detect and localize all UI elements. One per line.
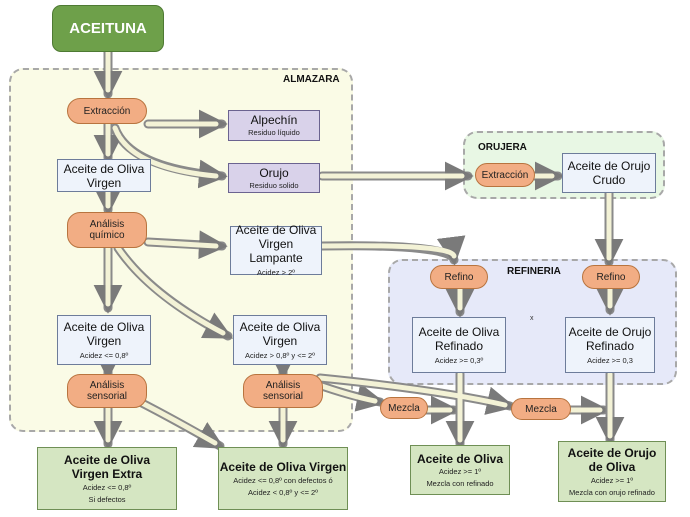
virgen-product-title: Aceite de Oliva Virgen (219, 459, 347, 474)
alpechin-box: Alpechín Residuo líquido (228, 110, 320, 141)
almazara-label: ALMAZARA (283, 74, 340, 85)
aceite-oliva-virgen-title: Aceite de Oliva Virgen (63, 161, 145, 190)
virgen-box-1: Aceite de Oliva Virgen Acidez <= 0,8º (57, 315, 151, 365)
orujo-crudo-box: Aceite de Orujo Crudo (562, 153, 656, 193)
virgen-extra-sub2: Si defectos (88, 494, 126, 504)
refineria-label: REFINERIA (507, 266, 561, 277)
virgen-extra-product: Aceite de Oliva Virgen Extra Acidez <= 0… (37, 447, 177, 510)
virgen-product-sub1: Acidez <= 0,8º con defectos ó (233, 475, 333, 485)
extraccion-process: Extracción (67, 98, 147, 124)
orujo-title: Orujo (259, 165, 289, 180)
orujo-oliva-title: Aceite de Orujo de Oliva (567, 445, 657, 474)
aceituna-header: ACEITUNA (52, 5, 164, 52)
virgen-2-sub: Acidez > 0,8º y <= 2º (245, 350, 315, 360)
analisis-sensorial-process-2: Análisis sensorial (243, 374, 323, 408)
refino-process-1: Refino (430, 265, 488, 289)
extraccion-orujera-process: Extracción (475, 163, 535, 187)
oliva-refinado-sub: Acidez >= 0,3º (434, 355, 484, 365)
aceite-oliva-title: Aceite de Oliva (416, 451, 504, 466)
virgen-2-title: Aceite de Oliva Virgen (239, 319, 321, 348)
virgen-1-sub: Acidez <= 0,8º (79, 350, 129, 360)
lampante-title: Aceite de Oliva Virgen Lampante (235, 223, 317, 265)
mezcla-process-2: Mezcla (511, 398, 571, 420)
alpechin-title: Alpechín (250, 113, 298, 127)
orujo-oliva-sub1: Acidez >= 1º (590, 475, 634, 485)
orujo-refinado-title: Aceite de Orujo Refinado (568, 324, 652, 353)
analisis-sensorial-process-1: Análisis sensorial (67, 374, 147, 408)
aceite-oliva-virgen-box: Aceite de Oliva Virgen (57, 159, 151, 192)
virgen-product: Aceite de Oliva Virgen Acidez <= 0,8º co… (218, 447, 348, 510)
orujo-oliva-product: Aceite de Orujo de Oliva Acidez >= 1º Me… (558, 441, 666, 502)
lampante-box: Aceite de Oliva Virgen Lampante Acidez >… (230, 223, 322, 277)
orujo-box: Orujo Residuo solido (228, 163, 320, 193)
virgen-extra-title: Aceite de Oliva Virgen Extra (63, 452, 151, 481)
orujo-crudo-title: Aceite de Orujo Crudo (567, 159, 651, 187)
oliva-refinado-box: Aceite de Oliva Refinado Acidez >= 0,3º (412, 317, 506, 373)
virgen-1-title: Aceite de Oliva Virgen (63, 319, 145, 348)
aceite-oliva-sub2: Mezcla con refinado (426, 478, 494, 488)
virgen-product-sub2: Acidez < 0,8º y <= 2º (248, 487, 318, 497)
orujo-refinado-box: Aceite de Orujo Refinado Acidez >= 0,3 (565, 317, 655, 373)
orujo-sub: Residuo solido (249, 180, 299, 190)
aceite-oliva-product: Aceite de Oliva Acidez >= 1º Mezcla con … (410, 445, 510, 495)
oliva-refinado-title: Aceite de Oliva Refinado (418, 324, 500, 353)
stray-mark: x (530, 315, 534, 322)
orujo-oliva-sub2: Mezcla con orujo refinado (569, 487, 655, 497)
aceite-oliva-sub1: Acidez >= 1º (438, 466, 482, 476)
alpechin-sub: Residuo líquido (248, 128, 300, 137)
orujera-label: ORUJERA (478, 142, 527, 153)
virgen-box-2: Aceite de Oliva Virgen Acidez > 0,8º y <… (233, 315, 327, 365)
orujo-refinado-sub: Acidez >= 0,3 (587, 355, 633, 365)
analisis-quimico-process: Análisis químico (67, 212, 147, 248)
mezcla-process-1: Mezcla (380, 397, 428, 419)
virgen-extra-sub1: Acidez <= 0,8º (82, 482, 132, 492)
lampante-sub: Acidez > 2º (257, 268, 295, 277)
refino-process-2: Refino (582, 265, 640, 289)
